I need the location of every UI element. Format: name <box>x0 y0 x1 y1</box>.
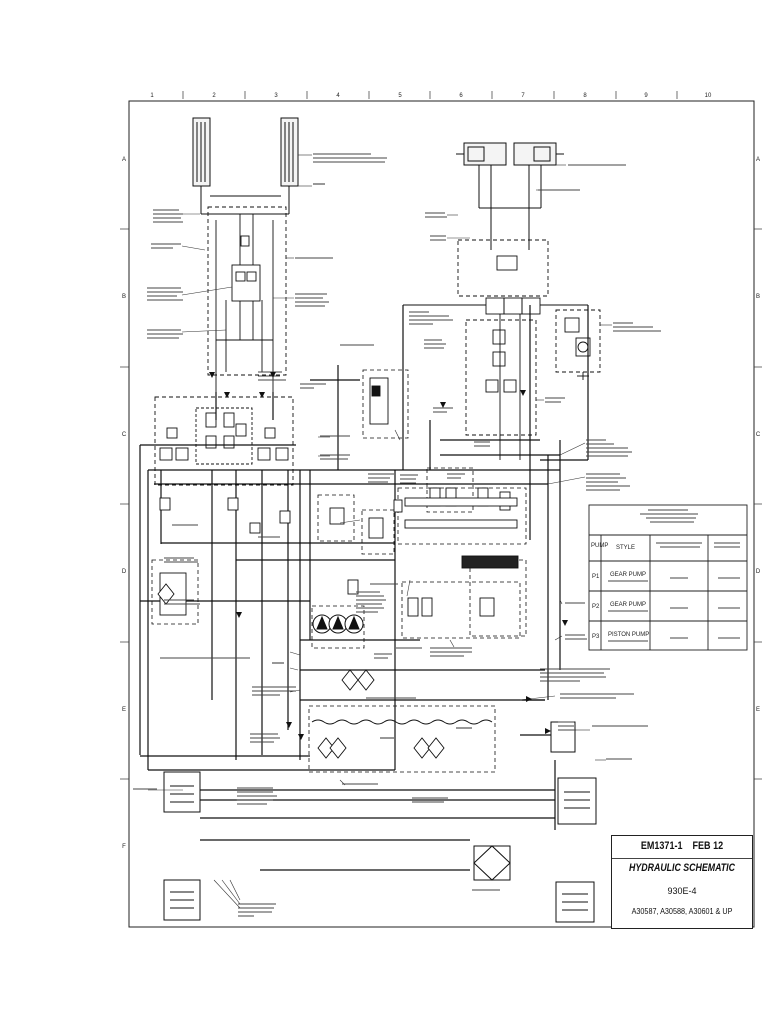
zone-row-d: D <box>122 569 127 575</box>
zone-row-c: C <box>122 432 127 438</box>
zone-row-ticks <box>120 228 762 780</box>
callout-leaders <box>148 154 612 909</box>
steering-control-valve <box>403 239 588 460</box>
svg-text:A: A <box>756 157 760 163</box>
svg-text:B: B <box>756 294 760 300</box>
pump-spec-table <box>588 504 748 651</box>
title-block-divider <box>612 858 752 859</box>
svg-text:E: E <box>756 707 760 713</box>
tanks <box>163 721 597 923</box>
zone-col-1: 1 <box>150 93 154 99</box>
hoist-cylinders <box>192 117 299 215</box>
zone-row-labels-left: A B C D E F <box>122 157 127 850</box>
tank-filters <box>157 583 445 759</box>
tank-left-upper <box>163 771 201 813</box>
zone-col-10: 10 <box>705 93 712 99</box>
hydraulic-tank-fluid <box>311 719 493 725</box>
doc-number: EM1371-1 <box>640 840 683 852</box>
pump-table-rows: PUMP STYLE P1 GEAR PUMP P2 GEAR PUMP P3 … <box>591 543 649 640</box>
serial-numbers: A30587, A30588, A30601 & UP <box>631 906 733 916</box>
pump-table-col-style: STYLE <box>616 545 635 551</box>
counterbalance-valve <box>231 264 261 302</box>
zone-col-9: 9 <box>644 93 648 99</box>
zone-col-4: 4 <box>336 93 340 99</box>
title-block: EM1371-1 FEB 12 HYDRAULIC SCHEMATIC 930E… <box>611 835 753 929</box>
drawing-border <box>128 100 755 928</box>
doc-date: FEB 12 <box>692 840 724 852</box>
drawing-title: HYDRAULIC SCHEMATIC <box>629 862 735 874</box>
title-block-doc-line: EM1371-1 FEB 12 <box>625 840 740 852</box>
svg-text:D: D <box>756 569 761 575</box>
zone-row-f: F <box>122 844 126 850</box>
tank-right-upper <box>557 777 597 825</box>
pump-table-cell-marks <box>608 577 740 642</box>
pump-row-3-id: P3 <box>592 634 600 640</box>
pump-row-2-id: P2 <box>592 604 600 610</box>
callout-text-marks <box>133 153 661 917</box>
pump-row-1-id: P1 <box>592 574 600 580</box>
valve-components <box>159 377 519 617</box>
zone-column-ticks <box>182 91 678 99</box>
brake-manifold <box>154 396 294 486</box>
machine-model: 930E-4 <box>667 886 697 896</box>
hydraulic-lines <box>139 305 589 871</box>
bleed-down-manifold <box>555 309 601 380</box>
zone-col-8: 8 <box>583 93 587 99</box>
zone-col-6: 6 <box>459 93 463 99</box>
pump-table-col-pump: PUMP <box>591 543 608 549</box>
steering-cylinders <box>456 142 564 250</box>
zone-col-3: 3 <box>274 93 278 99</box>
pump-row-1-style: GEAR PUMP <box>610 572 646 578</box>
zone-row-b: B <box>122 294 126 300</box>
pump-group <box>312 614 364 634</box>
zone-row-a: A <box>122 157 126 163</box>
pump-table-header-marks <box>640 509 740 548</box>
svg-text:C: C <box>756 432 761 438</box>
zone-row-e: E <box>122 707 126 713</box>
zone-col-5: 5 <box>398 93 402 99</box>
pump-row-3-style: PISTON PUMP <box>608 632 649 638</box>
pilot-lines <box>151 369 527 773</box>
flow-arrows <box>209 372 568 740</box>
zone-col-2: 2 <box>212 93 216 99</box>
pump-row-2-style: GEAR PUMP <box>610 602 646 608</box>
hoist-manifold <box>207 206 287 392</box>
zone-row-labels-right: A B C D E <box>756 157 761 713</box>
zone-col-7: 7 <box>521 93 525 99</box>
steering-cylinder-left <box>463 142 507 166</box>
zone-column-labels: 1 2 3 4 5 6 7 8 9 10 <box>150 93 712 99</box>
